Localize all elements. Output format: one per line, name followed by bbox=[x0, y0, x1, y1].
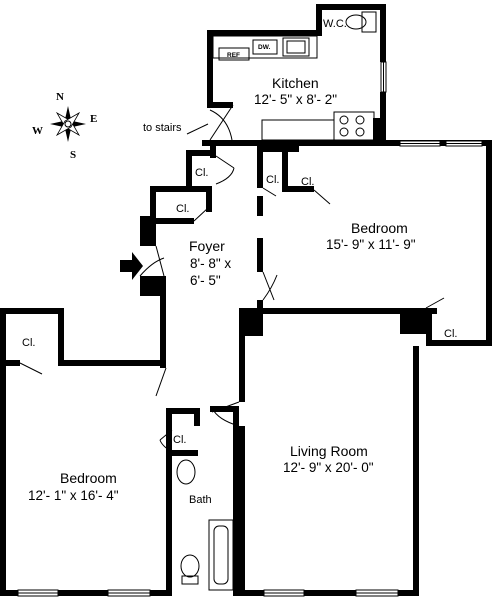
compass-rose-icon bbox=[50, 106, 86, 142]
dishwasher bbox=[252, 39, 278, 55]
wc-toilet bbox=[345, 11, 377, 33]
closet-label-west-bedroom: Cl. bbox=[22, 337, 35, 349]
bathtub bbox=[208, 519, 234, 591]
dishwasher-label: DW. bbox=[258, 44, 270, 51]
kitchen-sink bbox=[282, 37, 310, 57]
bath-name: Bath bbox=[189, 494, 212, 506]
closet-label-foyer-upper: Cl. bbox=[195, 167, 208, 179]
walls bbox=[0, 4, 492, 596]
bedroom-east-size: 15'- 9" x 11'- 9" bbox=[326, 237, 416, 252]
bedroom-west-name: Bedroom bbox=[60, 470, 117, 486]
to-stairs-label: to stairs bbox=[143, 122, 182, 134]
closet-label-bath: Cl. bbox=[173, 434, 186, 446]
bedroom-west-size: 12'- 1" x 16'- 4" bbox=[28, 488, 119, 503]
foyer-name: Foyer bbox=[189, 238, 225, 254]
kitchen-name: Kitchen bbox=[272, 75, 319, 91]
refrigerator bbox=[218, 47, 250, 61]
living-room-size: 12'- 9" x 20'- 0" bbox=[283, 460, 374, 475]
compass-east: E bbox=[90, 113, 97, 125]
stairs-pointer-icon bbox=[186, 123, 209, 135]
kitchen-counter bbox=[212, 35, 318, 61]
wc-label: W.C. bbox=[323, 18, 347, 30]
bath-toilet bbox=[180, 554, 200, 578]
stove bbox=[261, 111, 375, 141]
compass-west: W bbox=[32, 125, 43, 137]
closet-label-bedroom-3: Cl. bbox=[444, 328, 457, 340]
closet-label-bedroom-2: Cl. bbox=[301, 176, 314, 188]
compass-south: S bbox=[70, 149, 76, 161]
foyer-size-line1: 8'- 8" x bbox=[190, 256, 231, 271]
bath-fixtures bbox=[176, 459, 234, 591]
living-room-name: Living Room bbox=[290, 443, 368, 459]
closet-label-foyer-mid: Cl. bbox=[176, 203, 189, 215]
entry-arrow-icon bbox=[120, 252, 143, 280]
doors bbox=[19, 104, 445, 453]
bedroom-east-name: Bedroom bbox=[351, 220, 408, 236]
compass-north: N bbox=[56, 91, 64, 103]
foyer-size-line2: 6'- 5" bbox=[190, 273, 221, 288]
closet-label-bedroom-1: Cl. bbox=[266, 174, 279, 186]
windows bbox=[17, 61, 483, 597]
kitchen-size: 12'- 5" x 8'- 2" bbox=[254, 92, 337, 107]
refrigerator-label: REF bbox=[227, 52, 240, 59]
bath-sink bbox=[176, 459, 196, 485]
